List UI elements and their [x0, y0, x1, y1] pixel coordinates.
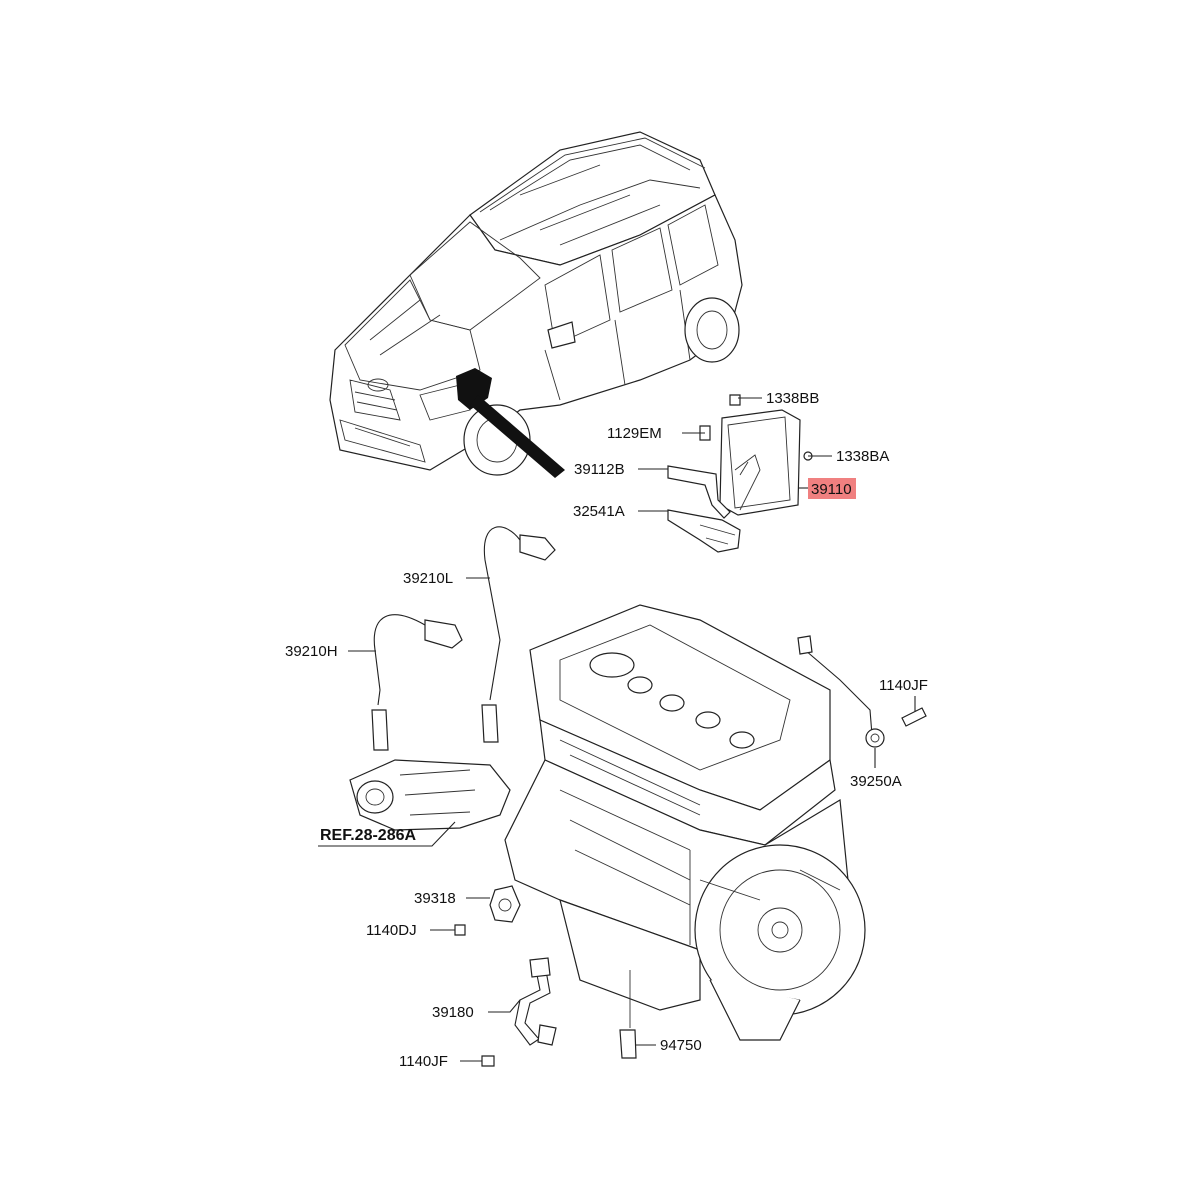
vehicle-illustration [329, 131, 743, 478]
oxygen-sensor-39210L [481, 526, 556, 743]
label-39180: 39180 [432, 1004, 474, 1021]
highlight-39110 [808, 478, 856, 499]
part-labels: 1338BB 1129EM 1338BA 39112B 39110 32541A… [285, 390, 928, 1070]
label-1338BB: 1338BB [766, 390, 819, 407]
sensor-94750 [619, 970, 637, 1059]
label-1140DJ: 1140DJ [366, 922, 417, 939]
exhaust-converter [349, 759, 511, 831]
label-1338BA: 1338BA [836, 448, 889, 465]
label-39110: 39110 [811, 481, 852, 498]
label-39250A: 39250A [850, 773, 902, 790]
engine-block [504, 604, 866, 1041]
label-ref-28-286A: REF.28-286A [320, 827, 416, 844]
ecu-assembly [667, 394, 813, 553]
label-32541A: 32541A [573, 503, 625, 520]
label-1140JF-top: 1140JF [879, 677, 928, 694]
knock-sensor-39250A [797, 635, 927, 748]
label-39210L: 39210L [403, 570, 453, 587]
label-39210H: 39210H [285, 643, 338, 660]
oxygen-sensor-39210H [371, 614, 463, 751]
label-39318: 39318 [414, 890, 456, 907]
label-1140JF-bottom: 1140JF [399, 1053, 448, 1070]
leader-lines [318, 397, 916, 1062]
label-1129EM: 1129EM [607, 425, 662, 442]
sensor-39180 [481, 957, 557, 1067]
label-94750: 94750 [660, 1037, 702, 1054]
sensor-39318 [454, 885, 521, 936]
label-39112B: 39112B [574, 461, 625, 478]
